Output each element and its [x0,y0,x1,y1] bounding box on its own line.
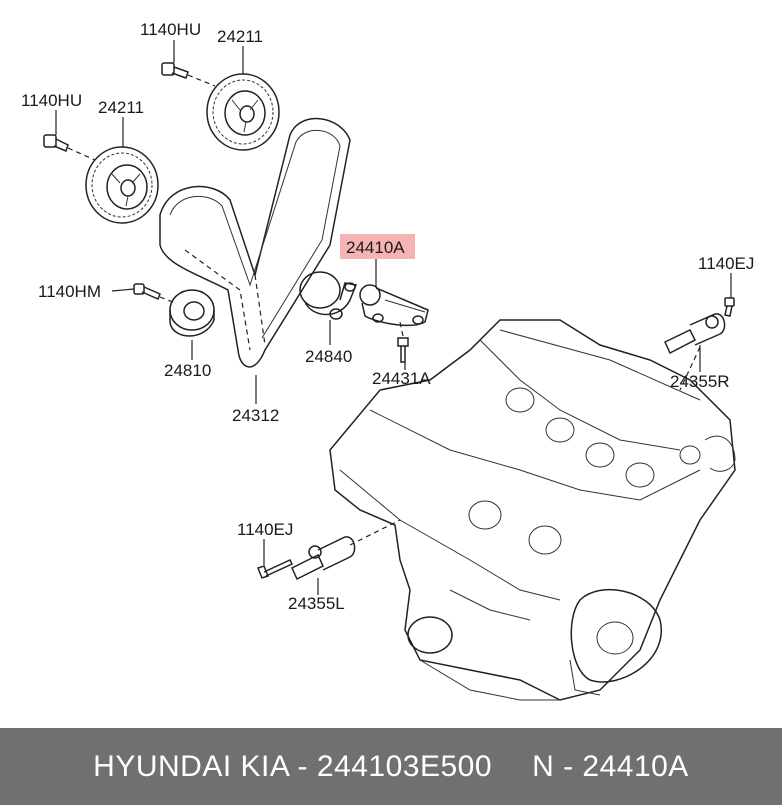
valve-right-bolt-icon [724,297,735,317]
camshaft-sprocket-top [206,73,280,151]
footer-part-number: N - 24410A [532,749,689,783]
highlight-box [340,234,415,259]
idler-bolt-icon [133,283,176,304]
label-valve-left: 24355L [288,594,345,613]
label-bolt-valve-right: 1140EJ [698,254,754,273]
label-bolt-left: 1140HU [21,91,82,110]
engine-block [329,319,736,701]
idler-pulley [169,289,215,337]
label-bolt-top: 1140HU [140,20,201,39]
footer-bar: HYUNDAI KIA - 244103E500 N - 24410A [0,728,782,805]
tensioner-arm [359,284,429,327]
label-belt: 24312 [232,406,279,425]
label-idler: 24810 [164,361,211,380]
bolt-left-icon [43,134,96,161]
footer-brand: HYUNDAI KIA - 244103E500 [93,749,493,783]
bolt-top-icon [161,62,216,87]
camshaft-sprocket-left [85,146,159,224]
label-bolt-idler: 1140HM [38,282,101,301]
label-valve-right: 24355R [670,372,730,391]
valve-left-bolt-icon [257,559,294,579]
label-tensioner-bolt: 24431A [372,369,431,388]
label-bolt-valve-left: 1140EJ [237,520,293,539]
timing-belt [159,118,351,368]
label-tensioner-arm: 24410A [346,238,405,257]
label-sprocket-left: 24211 [98,98,144,117]
label-tensioner: 24840 [305,347,352,366]
parts-diagram: 1140HU 24211 1140HU 24211 1140HM 24810 2… [21,20,754,701]
oil-control-valve-right [664,313,726,391]
label-sprocket-top: 24211 [217,27,263,46]
tensioner-pulley [299,271,358,320]
leader-lines [55,40,732,595]
tensioner-bolt-icon [397,321,409,363]
oil-control-valve-left [291,519,401,581]
